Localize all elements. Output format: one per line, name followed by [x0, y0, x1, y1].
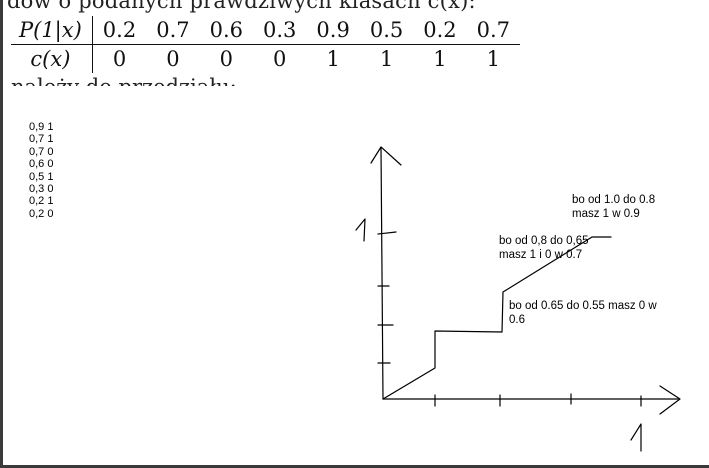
table-cell: 1 [433, 47, 447, 71]
table-cell: 0.9 [306, 16, 360, 45]
table-cell: 0.2 [92, 16, 147, 45]
table-cell: 0.7 [466, 16, 521, 45]
table-cell: 0 [112, 47, 127, 71]
list-item: 0,2 1 [29, 195, 54, 208]
table-cell: 0 [273, 47, 287, 71]
document-text-line-bottom: należy do przedziału: [11, 75, 237, 86]
list-item: 0,9 1 [29, 121, 54, 133]
annotation-note-2: bo od 0,8 do 0,65 masz 1 i 0 w 0.7 [499, 235, 589, 261]
table-cell: 0 [219, 47, 233, 71]
list-item: 0,3 0 [29, 183, 54, 196]
list-item: 0,7 1 [29, 133, 54, 146]
annotation-note-3: bo od 0.65 do 0.55 masz 0 w 0.6 [509, 300, 657, 326]
table-row: P(1|x) 0.2 0.7 0.6 0.3 0.9 0.5 0.2 0.7 [11, 16, 521, 45]
table-cell: 0.2 [413, 16, 467, 45]
probability-table: P(1|x) 0.2 0.7 0.6 0.3 0.9 0.5 0.2 0.7 c… [11, 16, 521, 73]
table-cell: 0.6 [199, 16, 254, 45]
list-item: 0,5 1 [29, 170, 54, 183]
y-axis-one-mark [355, 218, 366, 242]
y-axis-arrowhead [370, 146, 402, 166]
roc-curve [382, 236, 612, 400]
window-bottom-border [0, 465, 709, 468]
list-item: 0,6 0 [29, 158, 54, 171]
document-snippet: dów o podanych prawdziwych klasach c(x):… [3, 0, 709, 86]
table-cell: 0 [166, 47, 180, 71]
list-item: 0,2 0 [29, 207, 54, 220]
annotation-note-1: bo od 1.0 do 0.8 masz 1 w 0.9 [572, 194, 656, 220]
y-tick [377, 231, 397, 235]
row-label-p1x: P(1|x) [11, 16, 93, 45]
row-label-cx: c(x) [11, 44, 93, 73]
list-item: 0,7 0 [29, 145, 54, 158]
document-text-line-top: dów o podanych prawdziwych klasach c(x): [7, 0, 476, 13]
table-cell: 0.7 [146, 16, 200, 45]
table-cell: 0.5 [359, 16, 414, 45]
x-axis-arrowhead [659, 385, 681, 415]
table-cell: 1 [326, 47, 340, 71]
table-cell: 1 [486, 47, 501, 71]
x-axis-one-mark [630, 423, 642, 452]
value-list: 0,9 1 0,7 1 0,7 0 0,6 0 0,5 1 0,3 0 0,2 … [29, 121, 53, 220]
y-axis [380, 147, 384, 400]
table-cell: 0.3 [253, 16, 307, 45]
window-left-border [0, 0, 3, 468]
table-row: c(x) 0 0 0 0 1 1 1 1 [11, 44, 520, 73]
table-cell: 1 [379, 47, 394, 71]
